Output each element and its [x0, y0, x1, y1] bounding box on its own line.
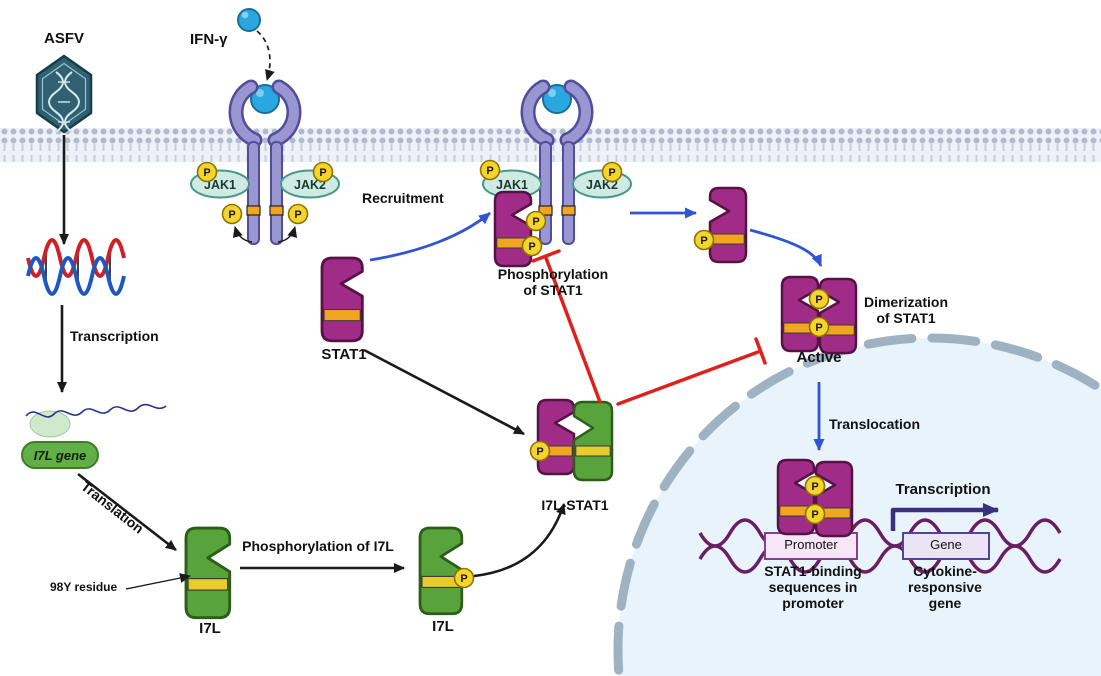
jak1-label: JAK1 — [496, 178, 528, 192]
translocation-label: Translocation — [829, 416, 921, 432]
i7l-gene-oval — [21, 441, 99, 469]
phospho-p — [804, 475, 826, 497]
i7l-gene-label: I7L gene — [34, 448, 87, 463]
gene-box — [902, 532, 990, 560]
translation-arrow — [77, 472, 177, 552]
inhibit-phosphorylation-line — [544, 256, 602, 404]
black-arrows — [57, 135, 566, 578]
recruitment-arrow — [369, 211, 491, 262]
residue-98y-label: 98Y residue — [50, 580, 118, 594]
i7l-stat1-label: I7L-STAT1 — [541, 497, 609, 513]
i7lp-to-complex-arrow — [473, 503, 566, 578]
i7l-protein — [184, 526, 232, 620]
phospho-p — [287, 203, 309, 225]
phospho-p — [221, 203, 243, 225]
autophosphorylation-arrow — [232, 226, 253, 243]
stat1-dimer-nuclear — [776, 458, 854, 538]
cytokine-responsive-gene-label: Cytokine- responsive gene — [908, 563, 982, 612]
ifn-receptor-2: JAK1 JAK2 — [479, 85, 632, 268]
phospho-p — [453, 567, 475, 589]
phospho-p — [521, 235, 543, 257]
i7l-label: I7L — [199, 620, 221, 637]
promoter-box — [764, 532, 858, 560]
phospho-p — [601, 161, 623, 183]
i7l-phospho-label: I7L — [432, 618, 454, 635]
phospho-p — [529, 440, 551, 462]
jak2-label: JAK2 — [294, 178, 326, 192]
ifn-gamma-label: IFN-γ — [190, 31, 228, 48]
stat1-free — [320, 256, 364, 343]
ligand-binding-arrow — [256, 30, 275, 81]
jak1-label: JAK1 — [204, 178, 236, 192]
inhibition-lines — [531, 249, 767, 406]
stat1-label: STAT1 — [321, 346, 367, 363]
asfv-label: ASFV — [43, 30, 84, 47]
dimerization-of-stat1-label: Dimerization of STAT1 — [863, 294, 948, 327]
phospho-p — [525, 210, 547, 232]
blue-arrows — [369, 207, 825, 451]
mrna-transcript: I7L gene — [21, 403, 167, 469]
gene-label: Gene — [930, 537, 962, 552]
phospho-p — [808, 288, 830, 310]
phospho-p — [479, 159, 501, 181]
phosphorylation-of-stat1-label: Phosphorylation of STAT1 — [497, 266, 609, 299]
phosphorylation-of-i7l-label: Phosphorylation of I7L — [242, 538, 394, 554]
viral-dna-helix — [26, 238, 126, 296]
dimerization-arrow — [749, 228, 823, 267]
phospho-p — [312, 161, 334, 183]
transcription-left-label: Transcription — [70, 328, 159, 344]
phospho-p — [808, 316, 830, 338]
phospho-p — [804, 503, 826, 525]
stat1-to-complex-arrow — [363, 348, 525, 436]
nucleus — [613, 333, 1101, 676]
ribosome-blob — [29, 410, 71, 438]
inhibit-phosphorylation-tbar — [531, 249, 561, 263]
stat1-dimer-active — [780, 275, 858, 355]
residue-pointer-line — [125, 573, 191, 590]
transcription-right-label: Transcription — [895, 481, 991, 498]
active-label: Active — [796, 349, 842, 366]
ifn-receptor-1: JAK1 JAK2 — [190, 85, 340, 244]
i7l-stat1-complex — [529, 398, 614, 482]
recruitment-label: Recruitment — [362, 190, 444, 206]
transcription-start-arrow — [890, 503, 999, 531]
stat1-bound-to-receptor — [493, 190, 533, 268]
phospho-p — [693, 229, 715, 251]
nuclear-dna — [698, 518, 1062, 574]
i7l-phosphorylated — [418, 526, 475, 616]
autophosphorylation-arrow — [277, 226, 298, 243]
ifn-gamma-ligand — [237, 8, 261, 32]
stat1-phosphorylated-free — [693, 186, 748, 264]
inhibit-dimerization-line — [616, 350, 760, 406]
phospho-p — [196, 161, 218, 183]
promoter-label: Promoter — [784, 537, 838, 552]
inhibit-dimerization-tbar — [754, 337, 767, 365]
stat1-binding-sequences-label: STAT1-binding sequences in promoter — [764, 563, 862, 612]
asfv-virion-icon — [35, 54, 93, 134]
